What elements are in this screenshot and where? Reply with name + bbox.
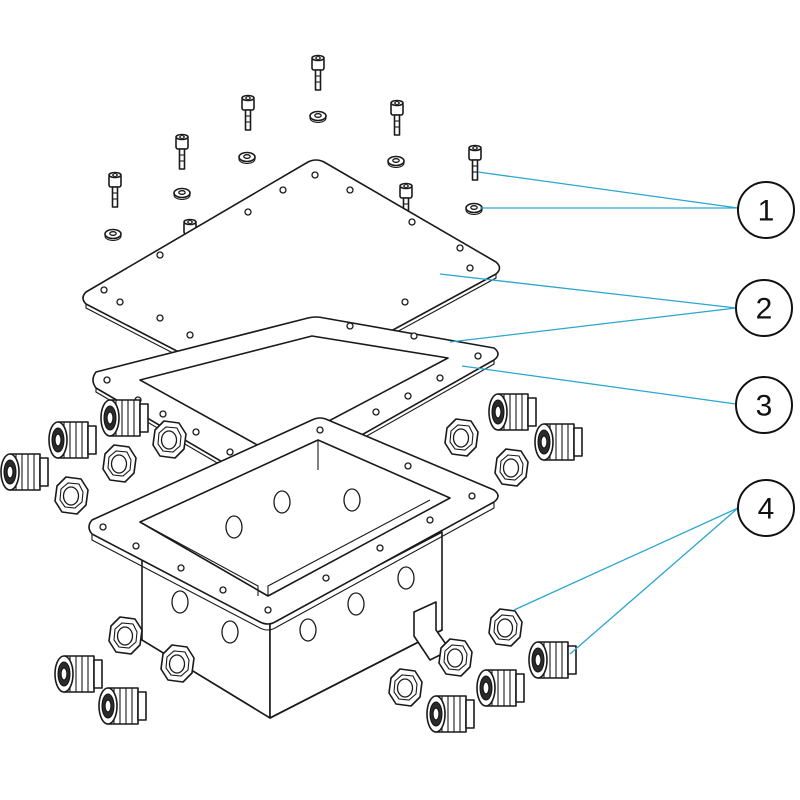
lock-nut xyxy=(152,420,187,459)
callout-label: 3 xyxy=(756,390,773,423)
callout-circle xyxy=(737,479,795,537)
washer xyxy=(465,202,483,216)
washer xyxy=(238,151,256,165)
lock-nut xyxy=(488,608,523,647)
cable-gland xyxy=(98,687,147,725)
leader-line-2b xyxy=(449,307,737,343)
callout-circle xyxy=(735,376,793,434)
callout-1: 1 xyxy=(737,181,795,239)
cable-gland xyxy=(476,669,525,707)
leader-line-4b xyxy=(569,507,739,655)
washer xyxy=(309,110,327,124)
lock-nut xyxy=(388,668,423,707)
leader-line-3 xyxy=(461,365,737,405)
washer xyxy=(104,228,122,242)
lock-nut xyxy=(108,616,143,655)
callout-2: 2 xyxy=(735,279,793,337)
cable-gland xyxy=(100,399,149,437)
cable-gland xyxy=(534,423,583,461)
leader-line-4a xyxy=(513,507,739,611)
lock-nut xyxy=(54,476,89,515)
callout-circle xyxy=(735,279,793,337)
lock-nut xyxy=(102,444,137,483)
leader-line-1a xyxy=(477,171,739,209)
cap-screw xyxy=(390,99,404,136)
enclosure-flange-holes xyxy=(99,426,476,614)
washer xyxy=(387,155,405,169)
lock-nut xyxy=(160,644,195,683)
cap-screw xyxy=(311,54,325,91)
enclosure-side-holes xyxy=(171,488,415,644)
callout-label: 2 xyxy=(756,293,773,326)
leader-lines xyxy=(439,171,739,655)
cap-screw xyxy=(241,94,255,131)
cap-screw xyxy=(468,144,482,181)
callout-label: 1 xyxy=(758,195,775,228)
cable-gland xyxy=(54,655,103,693)
cap-screw xyxy=(175,133,189,170)
cable-gland xyxy=(488,393,537,431)
washer xyxy=(173,187,191,201)
leader-line-2a xyxy=(439,273,737,309)
lock-nut xyxy=(444,418,479,457)
cable-gland xyxy=(0,453,49,491)
lock-nut xyxy=(438,638,473,677)
callout-4: 4 xyxy=(737,479,795,537)
lock-nut xyxy=(494,448,529,487)
callout-3: 3 xyxy=(735,376,793,434)
cable-gland xyxy=(528,641,577,679)
cable-gland xyxy=(426,695,475,733)
cover-plate-holes xyxy=(100,171,474,384)
enclosure-box xyxy=(88,417,499,719)
cable-gland xyxy=(48,421,97,459)
callout-circle xyxy=(737,181,795,239)
callout-label: 4 xyxy=(758,493,775,526)
cap-screw xyxy=(108,171,122,208)
